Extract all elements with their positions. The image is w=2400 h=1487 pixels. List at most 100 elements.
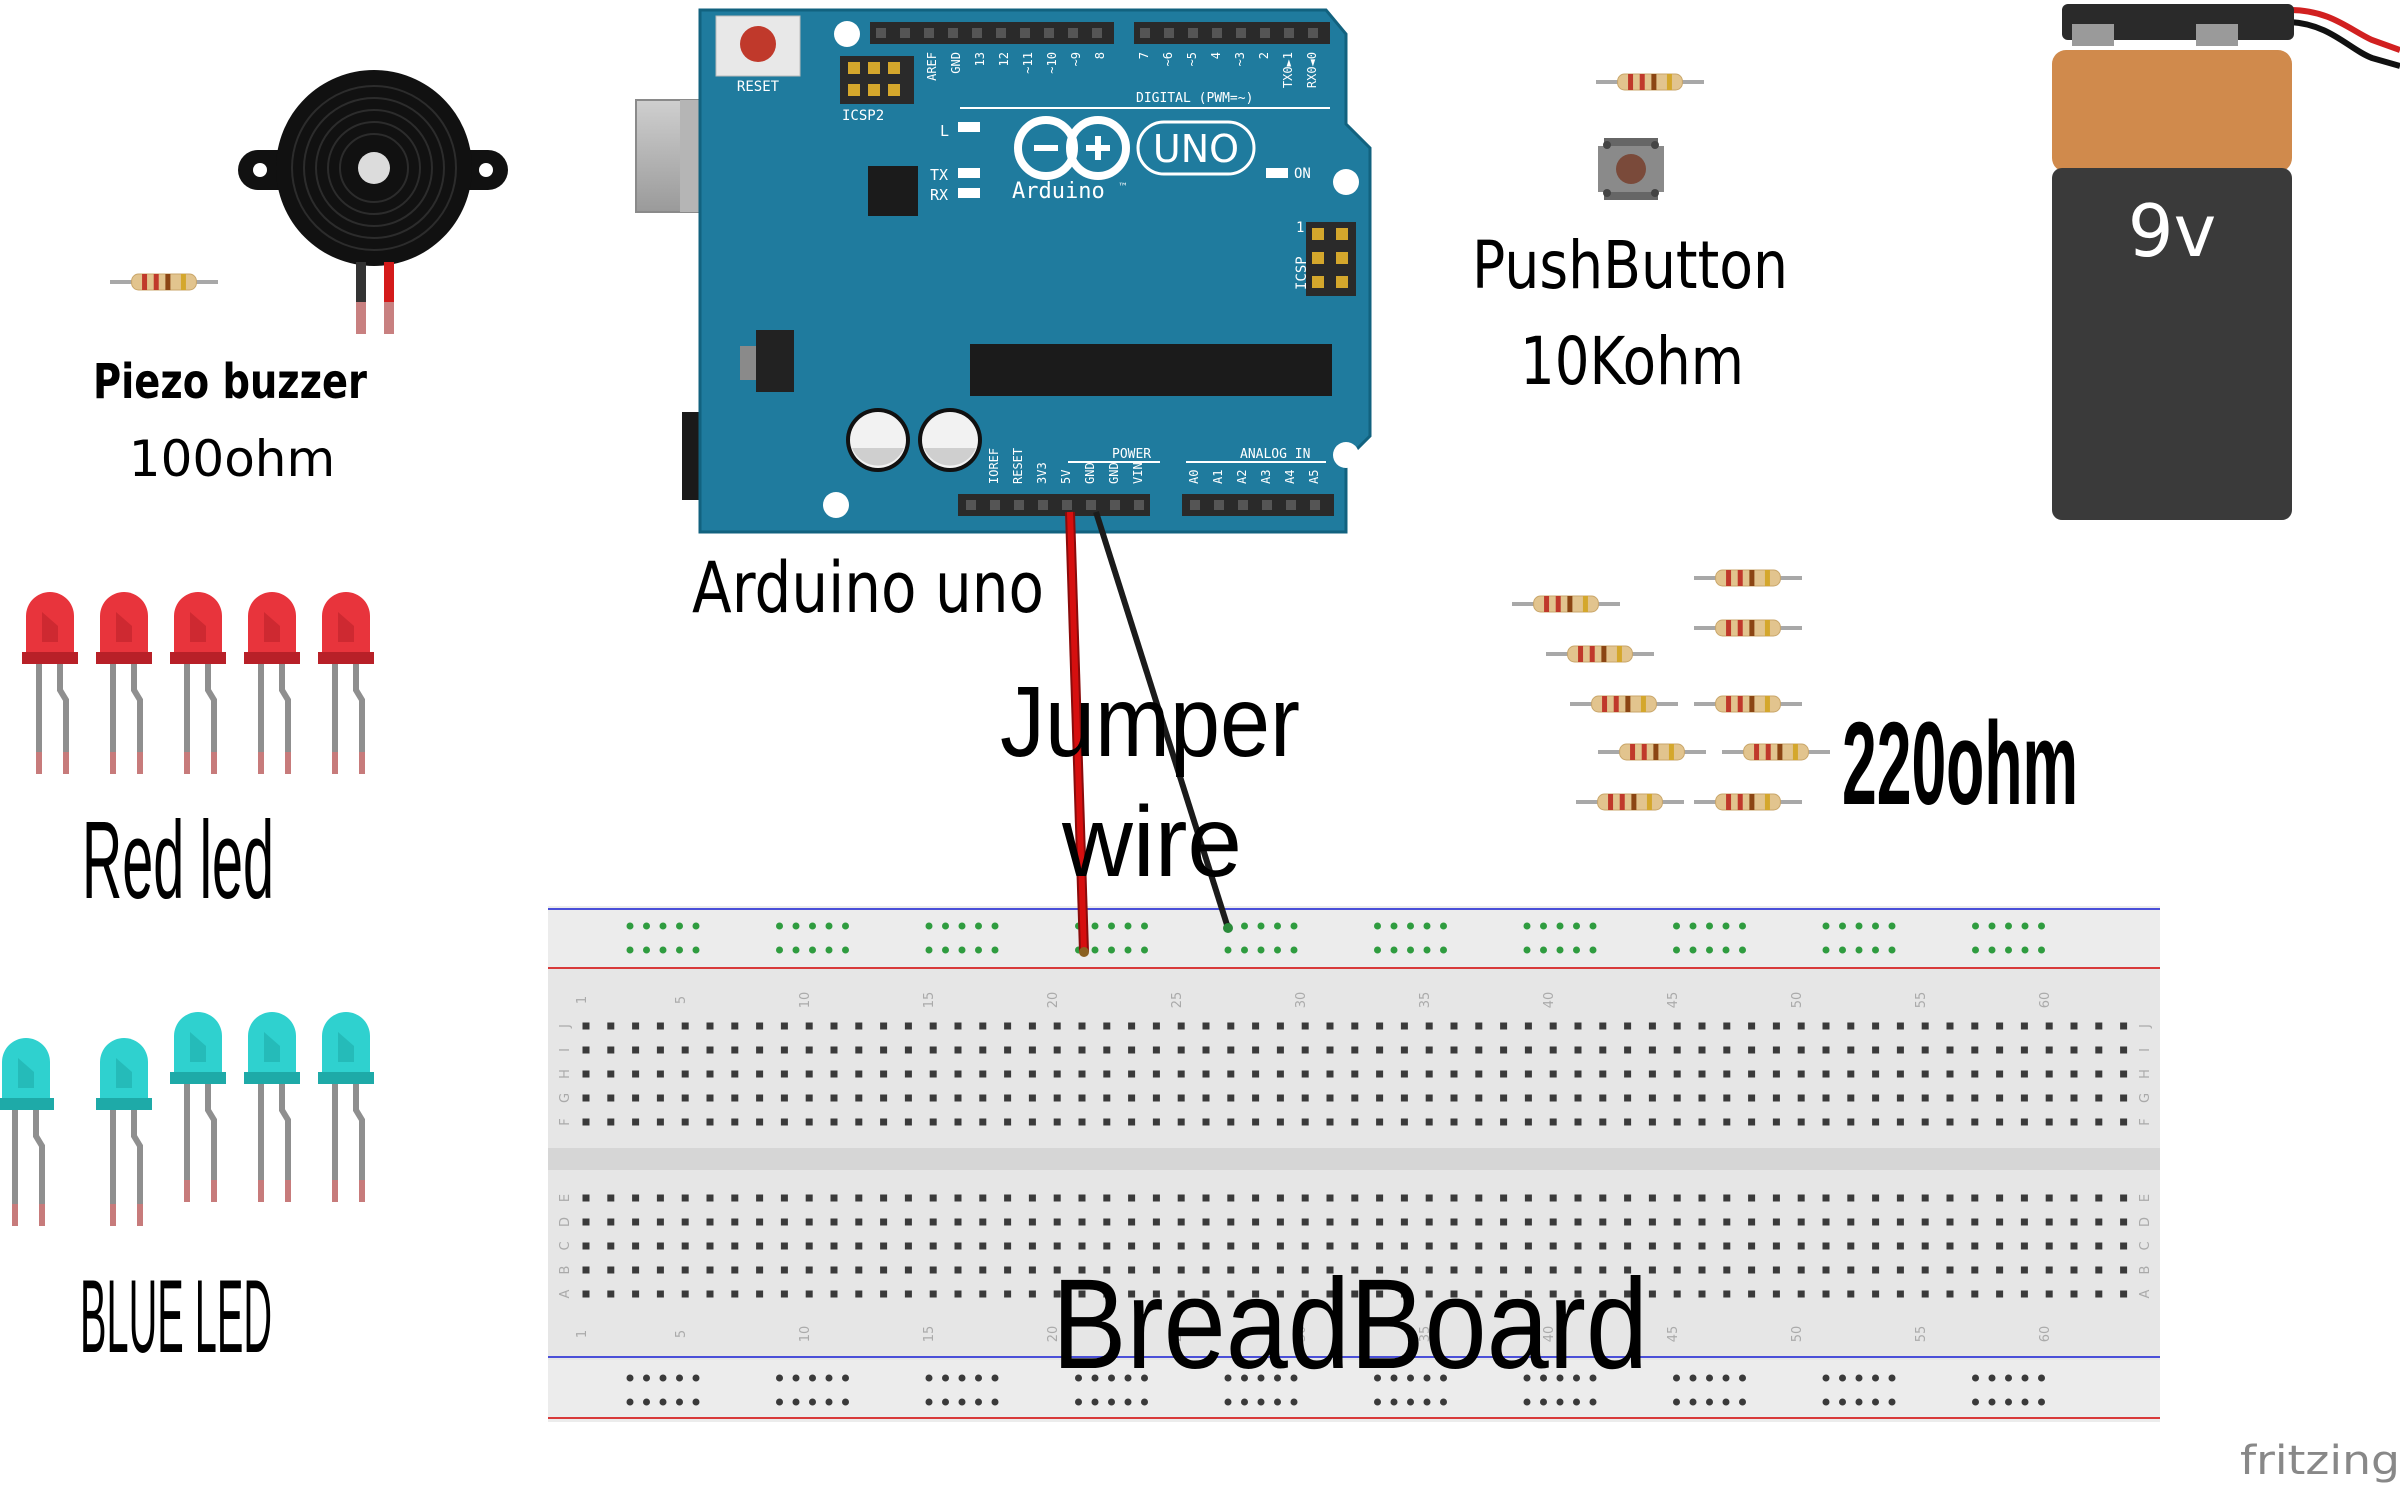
breadboard-hole — [681, 1194, 689, 1202]
breadboard-hole — [1971, 1094, 1979, 1102]
breadboard-hole — [607, 1022, 615, 1030]
breadboard-hole — [1599, 1242, 1607, 1250]
reset-button-cap — [740, 26, 776, 62]
rail-hole — [1556, 1398, 1564, 1406]
breadboard-hole — [1723, 1266, 1731, 1274]
breadboard-hole — [1475, 1218, 1483, 1226]
breadboard-hole — [2095, 1290, 2103, 1298]
breadboard-hole — [2070, 1218, 2078, 1226]
breadboard-label: BreadBoard — [1052, 1253, 1648, 1396]
pin-label: 2 — [1257, 52, 1271, 59]
rail-hole — [1440, 1398, 1447, 1406]
breadboard-hole — [1252, 1094, 1260, 1102]
breadboard-hole — [1822, 1218, 1830, 1226]
breadboard-hole — [2070, 1290, 2078, 1298]
breadboard-hole — [1996, 1218, 2004, 1226]
rail-hole — [1274, 946, 1281, 954]
rail-hole — [1241, 946, 1248, 954]
rail-hole — [1706, 922, 1713, 930]
breadboard-hole — [830, 1046, 838, 1054]
pin-label: RESET — [1011, 448, 1025, 484]
breadboard-hole — [780, 1070, 788, 1078]
breadboard-hole — [1028, 1046, 1036, 1054]
breadboard-hole — [1524, 1194, 1532, 1202]
breadboard-hole — [731, 1094, 739, 1102]
resistor — [1596, 73, 1704, 91]
breadboard-hole — [1797, 1194, 1805, 1202]
breadboard-hole — [1748, 1194, 1756, 1202]
breadboard-hole — [1996, 1022, 2004, 1030]
breadboard-hole — [1326, 1070, 1334, 1078]
breadboard-hole — [1103, 1046, 1111, 1054]
breadboard-hole — [1847, 1266, 1855, 1274]
rail-hole — [1739, 1398, 1746, 1406]
breadboard-hole — [2070, 1194, 2078, 1202]
breadboard-hole — [1475, 1046, 1483, 1054]
pin-hole — [1286, 500, 1296, 510]
breadboard-hole — [1376, 1194, 1384, 1202]
breadboard-hole — [780, 1242, 788, 1250]
breadboard-hole — [1053, 1266, 1061, 1274]
breadboard-hole — [929, 1118, 937, 1126]
breadboard-hole — [1946, 1094, 1954, 1102]
column-number: 35 — [1418, 992, 1433, 1009]
breadboard-hole — [1896, 1094, 1904, 1102]
rail-hole — [925, 922, 933, 930]
breadboard-hole — [855, 1194, 863, 1202]
breadboard-hole — [1698, 1094, 1706, 1102]
pin-hole — [1260, 28, 1270, 38]
rail-hole — [776, 1398, 783, 1406]
rail-hole — [2021, 922, 2029, 930]
breadboard-hole — [1004, 1118, 1012, 1126]
breadboard-hole — [1648, 1218, 1656, 1226]
breadboard-hole — [855, 1242, 863, 1250]
breadboard-hole — [1524, 1094, 1532, 1102]
breadboard-hole — [1028, 1266, 1036, 1274]
rail-hole — [1407, 1398, 1414, 1406]
row-letter: H — [558, 1069, 573, 1079]
breadboard-hole — [731, 1266, 739, 1274]
resistor — [110, 273, 218, 291]
breadboard-hole — [904, 1070, 912, 1078]
breadboard-hole — [880, 1218, 888, 1226]
resistor — [1694, 569, 1802, 587]
breadboard-hole — [1400, 1242, 1408, 1250]
breadboard-hole — [1500, 1290, 1508, 1298]
breadboard-hole — [1400, 1218, 1408, 1226]
pin-label: ~10 — [1045, 52, 1059, 74]
red-jumper-wire — [1067, 511, 1087, 953]
column-number: 45 — [1666, 1326, 1681, 1343]
capacitor — [918, 408, 982, 472]
breadboard-hole — [756, 1290, 764, 1298]
breadboard-hole — [1599, 1022, 1607, 1030]
mount-hole — [834, 21, 860, 47]
breadboard-hole — [1450, 1118, 1458, 1126]
breadboard-hole — [1872, 1070, 1880, 1078]
breadboard-hole — [2045, 1118, 2053, 1126]
row-letter: B — [2138, 1266, 2153, 1275]
breadboard-hole — [1152, 1194, 1160, 1202]
red-led — [96, 592, 152, 774]
pin-hole — [1020, 28, 1030, 38]
breadboard-hole — [1053, 1218, 1061, 1226]
breadboard-hole — [582, 1094, 590, 1102]
breadboard-hole — [1971, 1070, 1979, 1078]
column-number: 25 — [1170, 992, 1185, 1009]
power-header — [958, 494, 1150, 516]
rx-led — [958, 188, 980, 198]
rail-hole — [1839, 922, 1846, 930]
breadboard-hole — [1847, 1022, 1855, 1030]
breadboard-hole — [1053, 1118, 1061, 1126]
rail-hole — [643, 946, 650, 954]
breadboard-hole — [1698, 1118, 1706, 1126]
breadboard-hole — [780, 1118, 788, 1126]
resistor — [1512, 595, 1620, 613]
rail-hole — [1589, 922, 1597, 930]
resistor — [1722, 743, 1830, 761]
digital-header-right — [1134, 22, 1330, 44]
breadboard-hole — [632, 1022, 640, 1030]
pin-hole — [1190, 500, 1200, 510]
breadboard-hole — [731, 1022, 739, 1030]
rail-hole — [1972, 946, 1979, 954]
breadboard-hole — [1202, 1242, 1210, 1250]
